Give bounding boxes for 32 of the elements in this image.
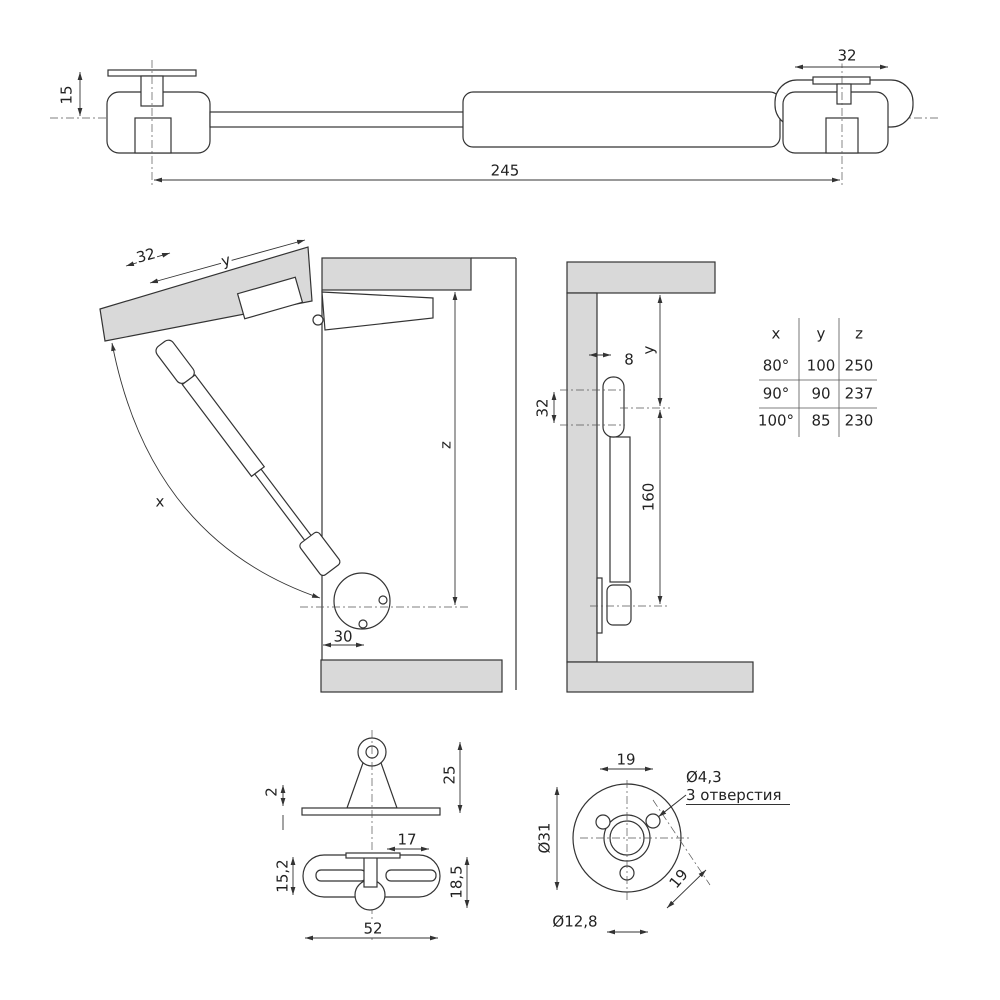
dimension-label: 245 — [490, 164, 520, 178]
dimension-label: 160 — [642, 482, 656, 512]
dimension-label: 15 — [60, 84, 74, 106]
dimension-label: 2 — [264, 786, 280, 798]
callout-text: Ø4,3 3 отверстия — [686, 768, 790, 805]
dimension-label: 17 — [396, 832, 418, 848]
leader-line — [658, 794, 686, 818]
dimension-label: Ø31 — [538, 822, 552, 854]
table-cell: 90 — [811, 386, 831, 402]
dimension-label: 32 — [536, 397, 550, 419]
table-header: x — [772, 326, 780, 342]
dimension-label: 32 — [134, 246, 158, 266]
dimension-label: 19 — [615, 752, 637, 768]
table-cell: 250 — [844, 358, 874, 374]
table-cell: 237 — [844, 386, 874, 402]
table-cell: 85 — [811, 414, 831, 428]
mounting-hole — [645, 813, 661, 829]
table-cell: 230 — [844, 414, 874, 428]
dimension-label: 30 — [332, 630, 354, 644]
dimension-label: 25 — [442, 764, 458, 786]
table-header: z — [855, 326, 863, 342]
table-cell: 100 — [806, 358, 836, 374]
dimension-label: 52 — [362, 922, 384, 936]
table-cell: 100° — [758, 414, 794, 428]
dimension-label: 18,5 — [450, 864, 464, 900]
dimension-label: 15,2 — [276, 858, 290, 894]
dimension-label: 32 — [836, 48, 858, 64]
dimension-label: Ø12,8 — [551, 914, 599, 930]
table-cell: 90° — [762, 386, 790, 402]
table-cell: 80° — [762, 358, 790, 374]
dimension-label: 8 — [623, 352, 635, 368]
table-header: y — [816, 326, 826, 342]
